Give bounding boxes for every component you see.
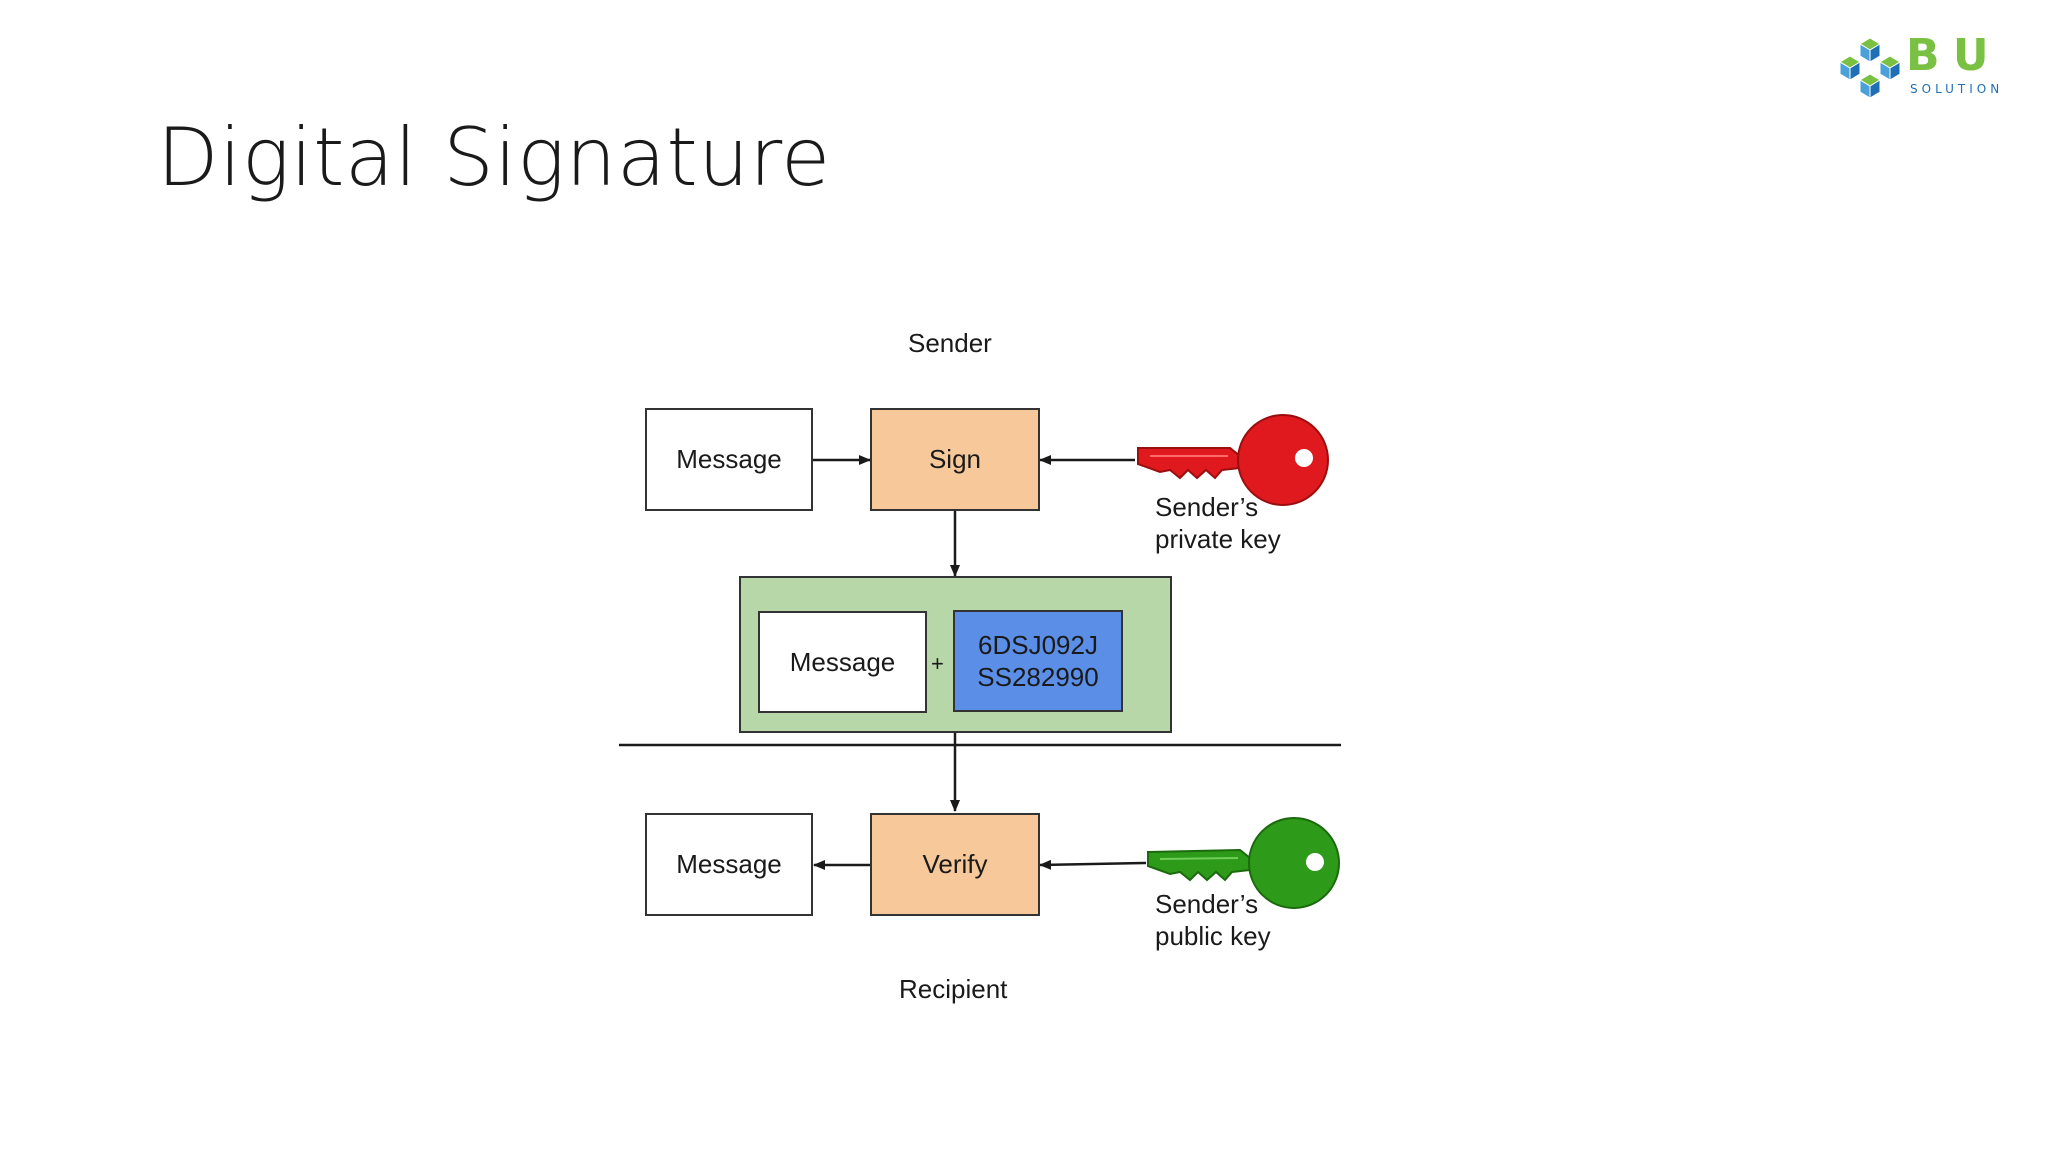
green-key-icon — [1147, 817, 1340, 909]
company-logo: B U SOLUTION — [1840, 32, 2020, 112]
logo-subtitle: SOLUTION — [1910, 82, 2004, 96]
signature-box: 6DSJ092J SS282990 — [953, 610, 1123, 712]
public-key-label-line2: public key — [1155, 921, 1271, 951]
verify-box: Verify — [870, 813, 1040, 916]
logo-cube-icon — [1840, 37, 1900, 99]
message-box-bottom: Message — [645, 813, 813, 916]
sender-label: Sender — [908, 328, 992, 358]
sign-box: Sign — [870, 408, 1040, 511]
private-key-label-line2: private key — [1155, 524, 1281, 554]
arrow-public-key-to-verify — [1039, 859, 1147, 870]
recipient-label: Recipient — [899, 974, 1008, 1004]
signature-line-2: SS282990 — [977, 662, 1099, 692]
plus-sign: + — [931, 651, 944, 676]
red-key-icon — [1137, 414, 1329, 506]
logo-brand-text: B U — [1906, 30, 1989, 81]
signature-line-1: 6DSJ092J — [978, 630, 1098, 660]
private-key-label-line1: Sender’s — [1155, 492, 1259, 522]
signed-message-box: Message — [758, 611, 927, 713]
slide-title: Digital Signature — [157, 111, 831, 204]
message-box-top: Message — [645, 408, 813, 511]
public-key-label-line1: Sender’s — [1155, 889, 1259, 919]
